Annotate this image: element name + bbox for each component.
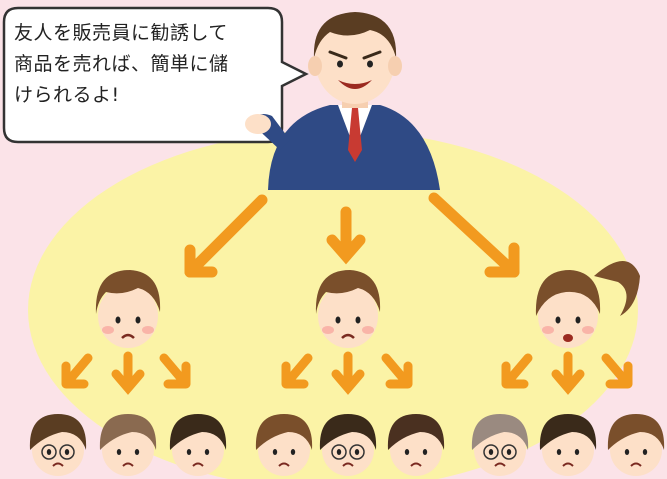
salesman-icon (245, 12, 440, 190)
worried-boy-icon (95, 270, 161, 348)
main-arrows (184, 192, 520, 278)
worried-person-icon (319, 414, 377, 476)
speech-line-1: 友人を販売員に勧誘して (14, 22, 228, 44)
speech-bubble-text: 友人を販売員に勧誘して 商品を売れば、簡単に儲 けられるよ! (14, 18, 264, 111)
worried-person-icon (29, 414, 87, 476)
speech-line-3: けられるよ! (14, 84, 120, 106)
worried-person-icon (99, 414, 157, 476)
first-tier (95, 261, 640, 348)
worried-person-icon (607, 414, 665, 476)
worried-person-icon (387, 414, 445, 476)
worried-person-icon (539, 414, 597, 476)
second-tier-arrows (61, 351, 633, 395)
speech-line-2: 商品を売れば、簡単に儲 (14, 53, 229, 75)
worried-boy-icon (315, 270, 381, 348)
worried-person-icon (255, 414, 313, 476)
worried-girl-ponytail-icon (535, 261, 640, 348)
worried-person-icon (169, 414, 227, 476)
worried-person-icon (471, 414, 529, 476)
second-tier (29, 414, 665, 476)
speech-bubble (2, 6, 309, 144)
